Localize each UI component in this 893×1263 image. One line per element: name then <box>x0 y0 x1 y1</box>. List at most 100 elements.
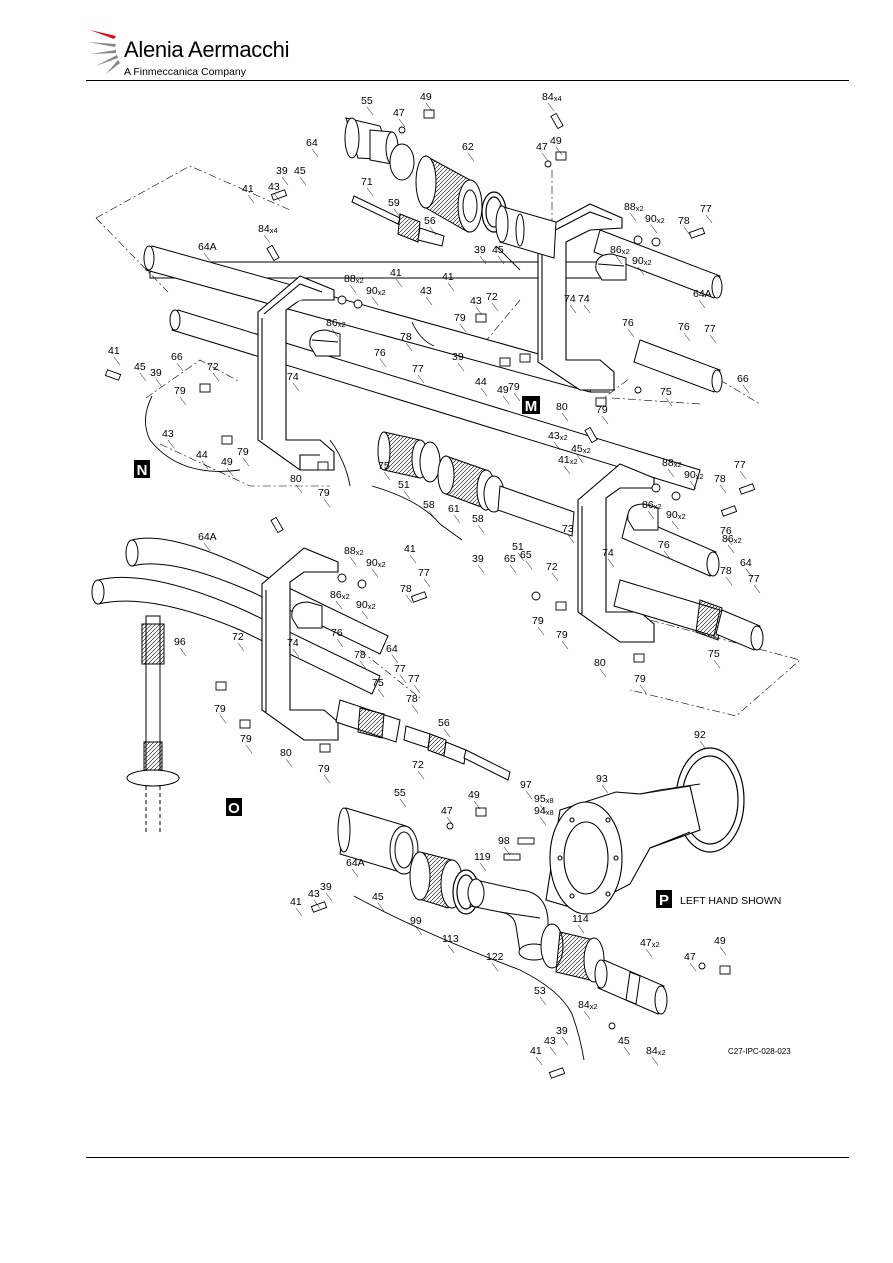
leader-line <box>551 572 559 582</box>
callout-74-label: 74 <box>564 293 576 305</box>
leader-line <box>453 514 461 524</box>
leader-line <box>219 714 227 724</box>
connector-55-p <box>337 807 419 875</box>
callout-114-label: 114 <box>572 913 589 925</box>
leader-line <box>473 800 481 810</box>
leader-line <box>753 584 761 594</box>
leader-line <box>539 996 547 1006</box>
leader-line <box>583 304 591 314</box>
callout-75-label: 75 <box>372 677 384 689</box>
callout-86-x2-label: 86x2 <box>722 533 742 545</box>
leader-line <box>457 362 465 372</box>
leader-line <box>727 544 735 554</box>
view-letter-p-char: P <box>659 892 669 909</box>
callout-66-label: 66 <box>737 373 749 385</box>
callout-72-label: 72 <box>207 361 219 373</box>
callout-80-label: 80 <box>556 401 568 413</box>
leader-line <box>351 868 359 878</box>
leader-line <box>709 334 717 344</box>
callout-quantity: x2 <box>356 276 364 285</box>
callout-39-label: 39 <box>150 367 162 379</box>
leader-line <box>665 397 673 407</box>
leader-line <box>742 384 750 394</box>
frame-80-upper-left <box>257 275 335 471</box>
leader-line <box>719 946 727 956</box>
callout-79-label: 79 <box>318 487 330 499</box>
callout-56-label: 56 <box>424 215 436 227</box>
callout-64A-label: 64A <box>198 531 217 543</box>
leader-line <box>689 480 697 490</box>
connector-75-lower <box>335 699 511 781</box>
callout-quantity: x8 <box>546 796 554 805</box>
callout-quantity: x2 <box>636 204 644 213</box>
view-letter-n: N <box>134 460 150 479</box>
leader-line <box>623 1046 631 1056</box>
leader-line <box>405 342 413 352</box>
leader-line <box>242 457 250 467</box>
leader-line <box>739 470 747 480</box>
housing-97 <box>545 783 701 915</box>
callout-quantity: x2 <box>696 472 704 481</box>
callout-39-label: 39 <box>452 351 464 363</box>
leader-line <box>409 554 417 564</box>
callout-74-label: 74 <box>287 637 299 649</box>
leader-line <box>399 798 407 808</box>
header-rule <box>86 80 849 81</box>
callout-43-label: 43 <box>162 428 174 440</box>
leader-line <box>415 926 423 936</box>
leader-line <box>583 1010 591 1020</box>
coupling-62-top <box>415 155 483 233</box>
leader-line <box>601 784 609 794</box>
plug-56-upper <box>351 195 445 247</box>
callout-43-label: 43 <box>420 285 432 297</box>
callout-95-x8-label: 95x8 <box>534 793 554 805</box>
tube-64a-right <box>593 229 723 299</box>
leader-line <box>395 278 403 288</box>
leader-line <box>323 774 331 784</box>
leader-line <box>366 187 374 197</box>
callout-quantity: x2 <box>622 247 630 256</box>
leader-line <box>561 640 569 650</box>
leader-line <box>683 226 691 236</box>
frame-80-upper-right <box>537 203 623 391</box>
leader-line <box>503 846 511 856</box>
leader-line <box>561 1036 569 1046</box>
callout-quantity: x2 <box>678 512 686 521</box>
leader-line <box>705 214 713 224</box>
callout-quantity: x2 <box>342 592 350 601</box>
leader-line <box>377 688 385 698</box>
leader-line <box>311 148 319 158</box>
callout-92-label: 92 <box>694 729 706 741</box>
leader-line <box>428 510 436 520</box>
leader-line <box>411 704 419 714</box>
callout-77-label: 77 <box>418 567 430 579</box>
callout-72-label: 72 <box>546 561 558 573</box>
leader-line <box>212 372 220 382</box>
callout-75-label: 75 <box>660 386 672 398</box>
tube-64a-lower <box>91 537 389 695</box>
leader-line <box>699 740 707 750</box>
callout-quantity: x2 <box>570 457 578 466</box>
callout-122-label: 122 <box>486 951 504 963</box>
leader-line <box>295 484 303 494</box>
callout-quantity: x2 <box>654 502 662 511</box>
bonding-leads <box>145 245 585 1061</box>
callout-76-label: 76 <box>374 347 386 359</box>
callout-86-x2-label: 86x2 <box>326 317 346 329</box>
callout-41-label: 41 <box>530 1045 542 1057</box>
leader-line <box>491 962 499 972</box>
leader-line <box>335 600 343 610</box>
callout-79-label: 79 <box>174 385 186 397</box>
callout-61-label: 61 <box>448 503 460 515</box>
leader-line <box>336 638 344 648</box>
connector-55-top <box>344 117 415 181</box>
callout-78-label: 78 <box>400 331 412 343</box>
callout-76-label: 76 <box>658 539 670 551</box>
leader-line <box>467 152 475 162</box>
callout-43-label: 43 <box>470 295 482 307</box>
callout-79-label: 79 <box>214 703 226 715</box>
leader-line <box>203 252 211 262</box>
leader-line <box>509 564 517 574</box>
